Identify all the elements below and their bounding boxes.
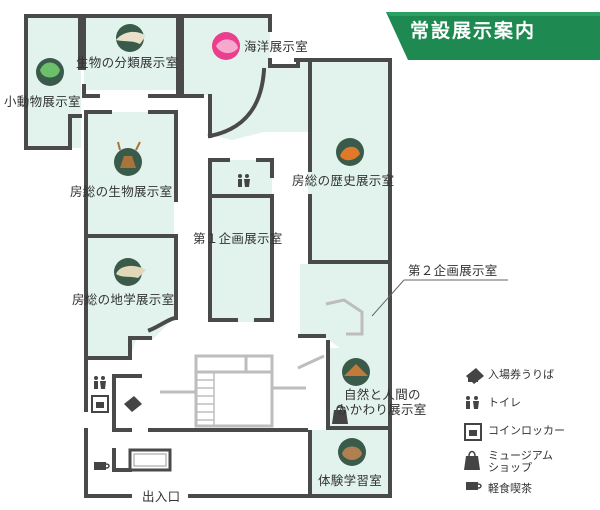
legend-tickets-label: 入場券うりば [488,368,554,381]
legend-shop-label-1: ミュージアム [488,449,554,462]
legend-icons [464,368,484,490]
walls [24,14,392,498]
label-boso-geology: 房総の地学展示室 [72,292,175,307]
label-boso-history: 房総の歴史展示室 [292,173,395,188]
label-small-animals: 小動物展示室 [4,94,81,109]
cafe-icon [466,482,482,490]
toilet-icon [466,396,479,409]
banner-title: 常設展示案内 [410,20,537,42]
room-icons [36,24,370,466]
room-special-2[interactable] [300,264,390,348]
locker-icon [464,423,482,441]
toilet-icon [238,174,250,187]
banner-shape [386,12,600,60]
label-special-1: 第１企画展示室 [193,231,283,246]
label-ocean: 海洋展示室 [244,39,309,54]
label-entrance: 出入口 [142,489,181,504]
legend-locker-label: コインロッカー [488,424,565,437]
map-facility-icons [91,174,348,470]
toilet-icon [94,376,106,389]
entrance-counter [128,448,172,472]
ticket-icon [466,368,484,384]
staircase [196,372,215,426]
label-classification: 生物の分類展示室 [76,55,179,70]
legend-cafe-label: 軽食喫茶 [488,482,532,495]
ticket-icon [124,396,142,412]
legend-toilet-label: トイレ [488,396,521,409]
shop-icon [464,450,480,470]
label-nature-people-1: 自然と人間の [344,387,421,402]
label-boso-biology: 房総の生物展示室 [70,184,173,199]
legend-shop-label-2: ショップ [488,461,532,475]
label-nature-people-2: かかわり展示室 [337,402,427,417]
label-experience: 体験学習室 [318,473,383,488]
locker-icon [91,395,109,413]
shop-icon [332,404,348,424]
cafe-icon [94,462,110,470]
corridor-features [160,279,508,428]
label-special-2: 第２企画展示室 [408,263,498,278]
